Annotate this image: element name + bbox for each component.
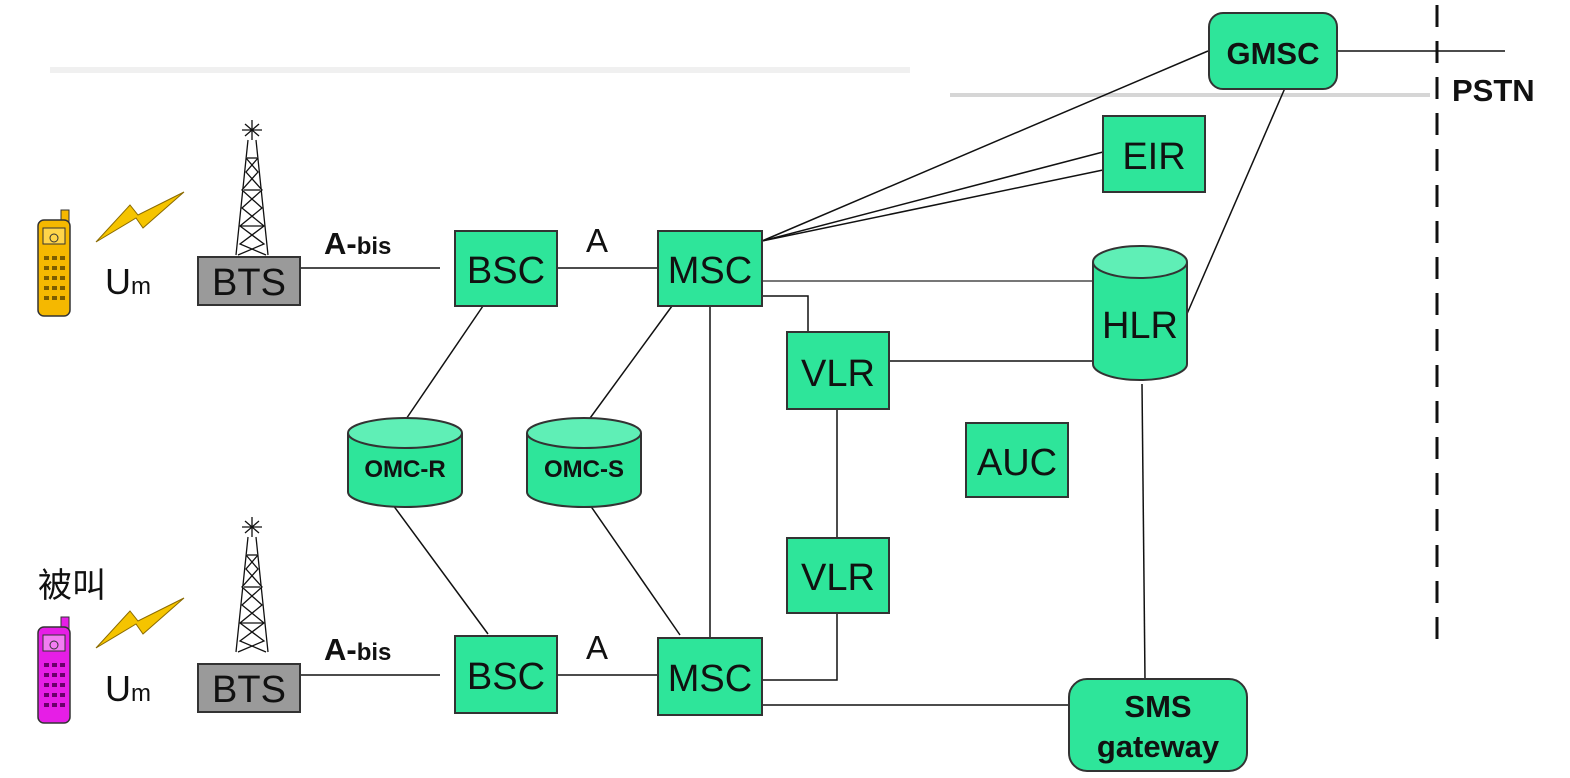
bts-top-label: BTS	[212, 262, 286, 304]
bsc-top-node: BSC	[454, 230, 558, 307]
bts-top-node: BTS	[197, 256, 301, 306]
abis-top-label: A-bis	[324, 226, 391, 261]
auc-node: AUC	[965, 422, 1069, 498]
bts-bottom-label: BTS	[212, 669, 286, 711]
link-hlr-sms	[1141, 383, 1146, 681]
link-bsc-omcr	[401, 305, 484, 426]
vlr-top-label: VLR	[801, 353, 875, 395]
msc-top-label: MSC	[668, 250, 752, 292]
vlr-bottom-node: VLR	[786, 537, 890, 614]
omc-s-node: OMC-S	[526, 417, 642, 508]
antenna-tower-top-icon	[235, 120, 269, 256]
omc-r-node: OMC-R	[347, 417, 463, 508]
a-top-label: A	[586, 222, 608, 259]
msc-bottom-label: MSC	[668, 658, 752, 700]
sms-label-line1: SMS	[1124, 689, 1191, 724]
hlr-label: HLR	[1102, 305, 1178, 347]
um-bottom-label: Um	[105, 668, 151, 709]
omc-r-label: OMC-R	[364, 456, 445, 483]
link-msc-gmsc	[761, 50, 1209, 242]
um-top-label: Um	[105, 261, 151, 302]
bsc-bottom-node: BSC	[454, 635, 558, 714]
abis-bottom-label: A-bis	[324, 632, 391, 667]
link-omcr-bsc	[392, 504, 489, 635]
link-gmsc-hlr	[1179, 87, 1286, 331]
eir-label: EIR	[1122, 136, 1185, 178]
vlr-bottom-label: VLR	[801, 557, 875, 599]
mobile-phone-bottom-icon	[37, 616, 71, 724]
mobile-phone-top-icon	[37, 209, 71, 317]
antenna-tower-bottom-icon	[235, 517, 269, 653]
vlr-top-node: VLR	[786, 331, 890, 410]
link-omcs-msc	[589, 504, 681, 636]
connections	[300, 50, 1286, 706]
msc-top-node: MSC	[657, 230, 763, 307]
link-msc-omcs	[584, 305, 673, 426]
sms-label-line2: gateway	[1097, 729, 1220, 764]
eir-node: EIR	[1102, 115, 1206, 193]
lightning-top-icon	[95, 191, 185, 243]
link-msc-eir-1	[761, 151, 1104, 242]
called-party-label: 被叫	[38, 567, 106, 605]
bsc-bottom-label: BSC	[467, 656, 545, 698]
gmsc-node: GMSC	[1208, 12, 1338, 90]
omc-s-label: OMC-S	[544, 456, 624, 483]
gmsc-label: GMSC	[1227, 36, 1320, 71]
sms-gateway-node: SMS gateway	[1068, 678, 1248, 772]
bsc-top-label: BSC	[467, 250, 545, 292]
a-bottom-label: A	[586, 629, 608, 666]
bts-bottom-node: BTS	[197, 663, 301, 713]
auc-label: AUC	[977, 442, 1057, 484]
link-msc-vlr	[762, 295, 809, 332]
pstn-label: PSTN	[1452, 73, 1535, 108]
lightning-bottom-icon	[95, 597, 185, 649]
link-msc-eir-2	[761, 169, 1104, 242]
msc-bottom-node: MSC	[657, 637, 763, 716]
hlr-node: HLR	[1092, 245, 1188, 381]
link-vlr-msc	[762, 613, 838, 681]
